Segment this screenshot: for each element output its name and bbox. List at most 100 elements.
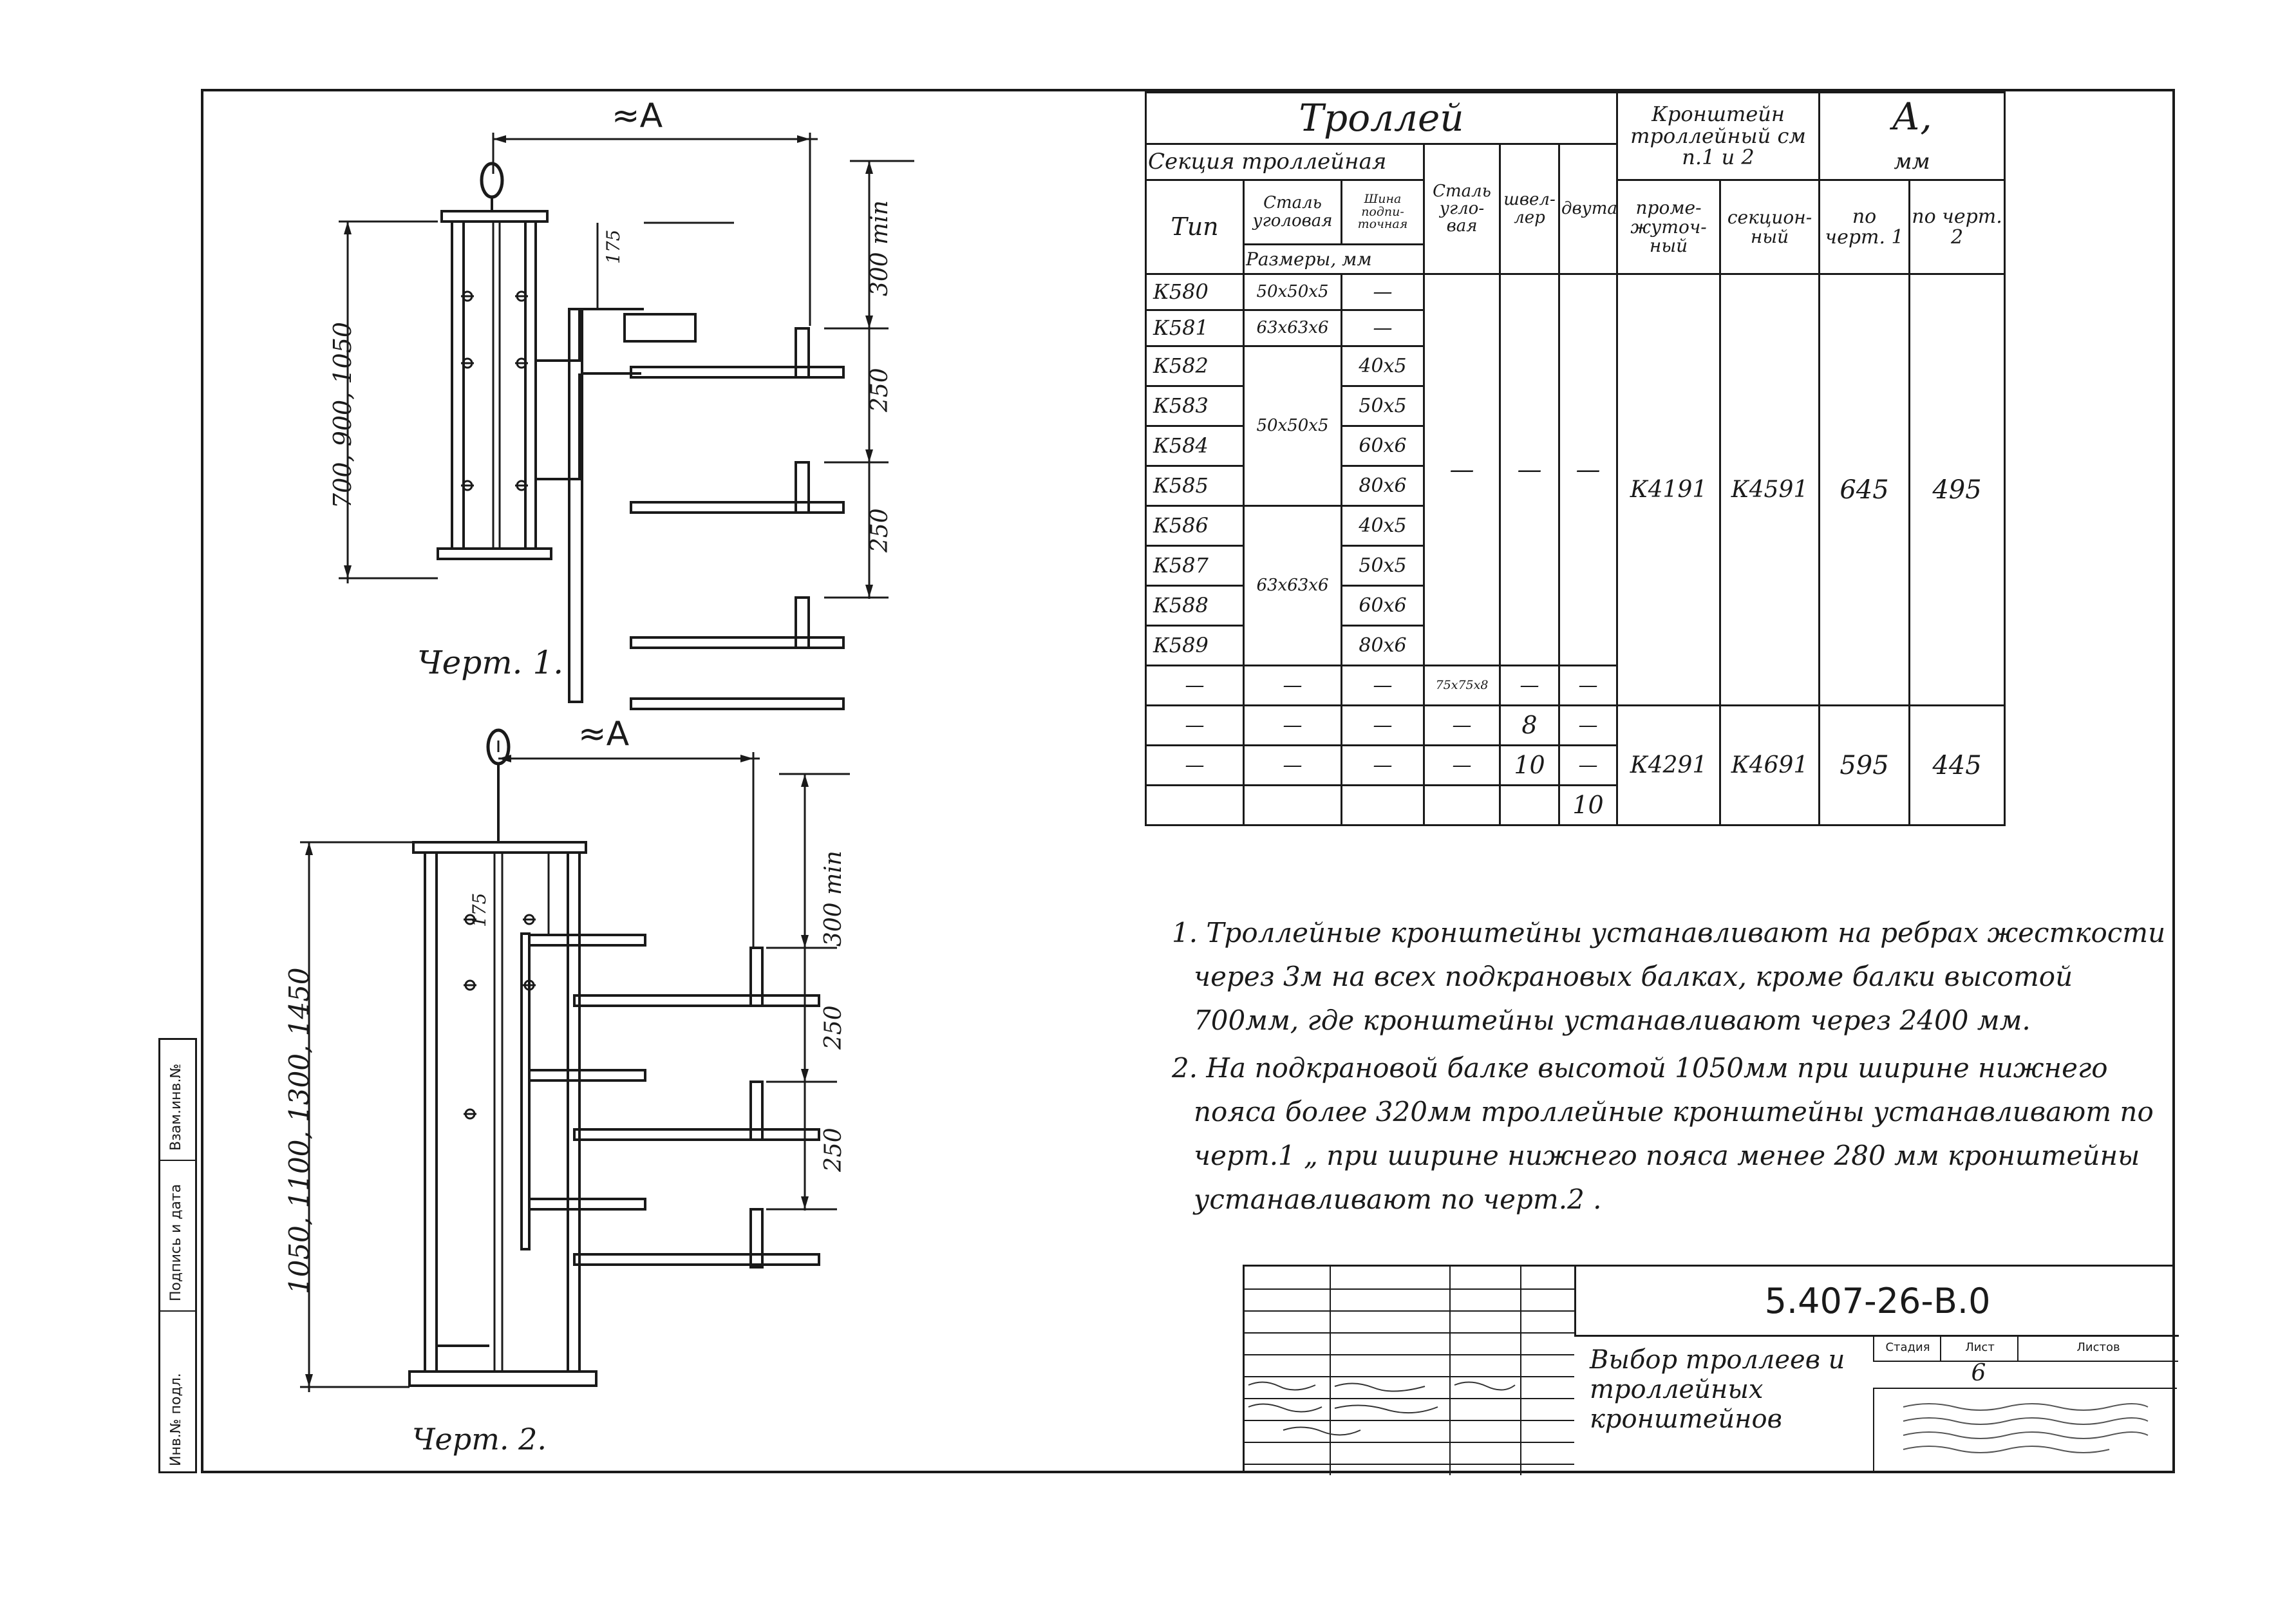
margin-sign-label: Подпись и дата xyxy=(168,1184,184,1301)
row-type: — xyxy=(1145,704,1245,746)
row-channel: — xyxy=(1499,665,1560,706)
group1-sectional: К4591 xyxy=(1719,273,1821,706)
row-bus: — xyxy=(1341,273,1425,311)
row-steel xyxy=(1423,784,1501,826)
row-bus: 40x5 xyxy=(1341,505,1425,547)
figure-1-drawing xyxy=(339,133,914,710)
sheet-number: 6 xyxy=(1971,1360,1986,1386)
group2-a1: 595 xyxy=(1818,704,1911,826)
row-type: К583 xyxy=(1145,385,1245,427)
row-type: К584 xyxy=(1145,425,1245,467)
row-type: К581 xyxy=(1145,309,1245,347)
header-a: А,мм xyxy=(1818,91,2006,181)
row-angle: 63x63x6 xyxy=(1243,309,1342,347)
group2-intermediate: К4291 xyxy=(1616,704,1722,826)
row-channel: 8 xyxy=(1499,704,1560,746)
fig1-dim-175: 175 xyxy=(603,229,624,264)
fig2-caption: Черт. 2. xyxy=(412,1422,547,1457)
row-bus: 80x6 xyxy=(1341,465,1425,507)
header-type: Тип xyxy=(1145,179,1245,275)
sheet-label: Лист xyxy=(1940,1335,2018,1362)
row-bus: — xyxy=(1341,665,1425,706)
group2-sectional: К4691 xyxy=(1719,704,1821,826)
row-ibeam: — xyxy=(1557,665,1619,706)
row-channel: 10 xyxy=(1499,744,1560,786)
header-trolley: Троллей xyxy=(1144,91,1619,145)
fig1-dim-height: 700, 900, 1050 xyxy=(328,321,357,509)
row-angle: — xyxy=(1243,665,1342,706)
row-angle: — xyxy=(1243,704,1342,746)
row-steel: — xyxy=(1423,744,1501,786)
fig2-dim-a: ≈A xyxy=(578,715,630,753)
row-ibeam: 10 xyxy=(1557,784,1619,826)
group1-a1: 645 xyxy=(1818,273,1911,706)
fig2-dim-height: 1050, 1100, 1300, 1450 xyxy=(283,967,315,1294)
row-channel xyxy=(1499,784,1560,826)
document-code: 5.407-26-В.0 xyxy=(1574,1267,2179,1337)
header-angle-steel: Сталь уголовая xyxy=(1243,179,1342,245)
fig1-dim-250-a: 250 xyxy=(867,368,893,412)
group1-steel: — xyxy=(1423,273,1501,666)
fig2-dim-250-b: 250 xyxy=(820,1127,847,1172)
trolley-table: Троллей Кронштейн троллейный см п.1 и 2 … xyxy=(1144,91,2006,826)
header-ibeam: двутавр xyxy=(1557,143,1619,275)
header-sizes: Размеры, мм xyxy=(1243,243,1425,275)
margin-strip: Взам.инв.№ Подпись и дата Инв.№ подл. xyxy=(158,1038,197,1473)
header-section: Секция троллейная xyxy=(1145,143,1425,181)
drawing-frame xyxy=(201,89,2175,1473)
row-angle: 63x63x6 xyxy=(1243,505,1342,666)
row-bus: 60x6 xyxy=(1341,425,1425,467)
row-type: К585 xyxy=(1145,465,1245,507)
row-type: К587 xyxy=(1145,545,1245,587)
header-bus: Шина подпи-точная xyxy=(1341,179,1425,245)
row-type: — xyxy=(1145,744,1245,786)
title-block: 5.407-26-В.0 Выбор троллеев и троллейных… xyxy=(1243,1265,2179,1475)
signature-scribbles xyxy=(1248,1381,1516,1436)
row-bus xyxy=(1341,784,1425,826)
group1-intermediate: К4191 xyxy=(1616,273,1722,706)
row-bus: 60x6 xyxy=(1341,585,1425,627)
group2-a2: 445 xyxy=(1908,704,2006,826)
row-type xyxy=(1145,784,1245,826)
header-fig2: по черт. 2 xyxy=(1908,179,2006,275)
header-fig1: по черт. 1 xyxy=(1818,179,1911,275)
row-bus: 40x5 xyxy=(1341,345,1425,387)
fig2-dim-250-a: 250 xyxy=(820,1005,847,1050)
note-1: 1. Троллейные кронштейны устанавливают н… xyxy=(1172,917,2166,1036)
fig2-dim-300: 300 min xyxy=(820,851,847,947)
header-channel: швел-лер xyxy=(1499,143,1560,275)
row-type: К586 xyxy=(1145,505,1245,547)
organization-stamp xyxy=(1873,1388,2177,1473)
row-type: К588 xyxy=(1145,585,1245,627)
document-title: Выбор троллеев и троллейных кронштейнов xyxy=(1590,1345,1845,1434)
stage-label: Стадия xyxy=(1873,1335,1941,1362)
group1-a2: 495 xyxy=(1908,273,2006,706)
row-ibeam: — xyxy=(1557,704,1619,746)
margin-inv-label: Инв.№ подл. xyxy=(168,1373,184,1466)
notes: 1. Троллейные кронштейны устанавливают н… xyxy=(1172,911,2176,1225)
fig1-dim-a: ≈A xyxy=(612,97,663,135)
fig1-dim-300: 300 min xyxy=(867,200,893,296)
header-bracket: Кронштейн троллейный см п.1 и 2 xyxy=(1616,91,1821,181)
header-intermediate: проме-жуточ-ный xyxy=(1616,179,1722,275)
row-bus: — xyxy=(1341,704,1425,746)
group1-channel: — xyxy=(1499,273,1560,666)
figure-2-drawing xyxy=(300,728,850,1392)
header-sectional: секцион-ный xyxy=(1719,179,1821,275)
row-bus: 50x5 xyxy=(1341,545,1425,587)
row-steel: 75x75x8 xyxy=(1423,665,1501,706)
fig1-dim-250-b: 250 xyxy=(867,508,893,552)
row-type: — xyxy=(1145,665,1245,706)
row-ibeam: — xyxy=(1557,744,1619,786)
header-steel-angle: Сталь угло-вая xyxy=(1423,143,1501,275)
row-type: К582 xyxy=(1145,345,1245,387)
row-bus: — xyxy=(1341,309,1425,347)
row-angle: — xyxy=(1243,744,1342,786)
note-2: 2. На подкрановой балке высотой 1050мм п… xyxy=(1172,1052,2154,1215)
row-type: К580 xyxy=(1145,273,1245,311)
group1-ibeam: — xyxy=(1557,273,1619,666)
fig2-dim-175: 175 xyxy=(469,892,490,927)
margin-replace-label: Взам.инв.№ xyxy=(168,1063,184,1151)
row-angle: 50x50x5 xyxy=(1243,345,1342,507)
row-angle xyxy=(1243,784,1342,826)
